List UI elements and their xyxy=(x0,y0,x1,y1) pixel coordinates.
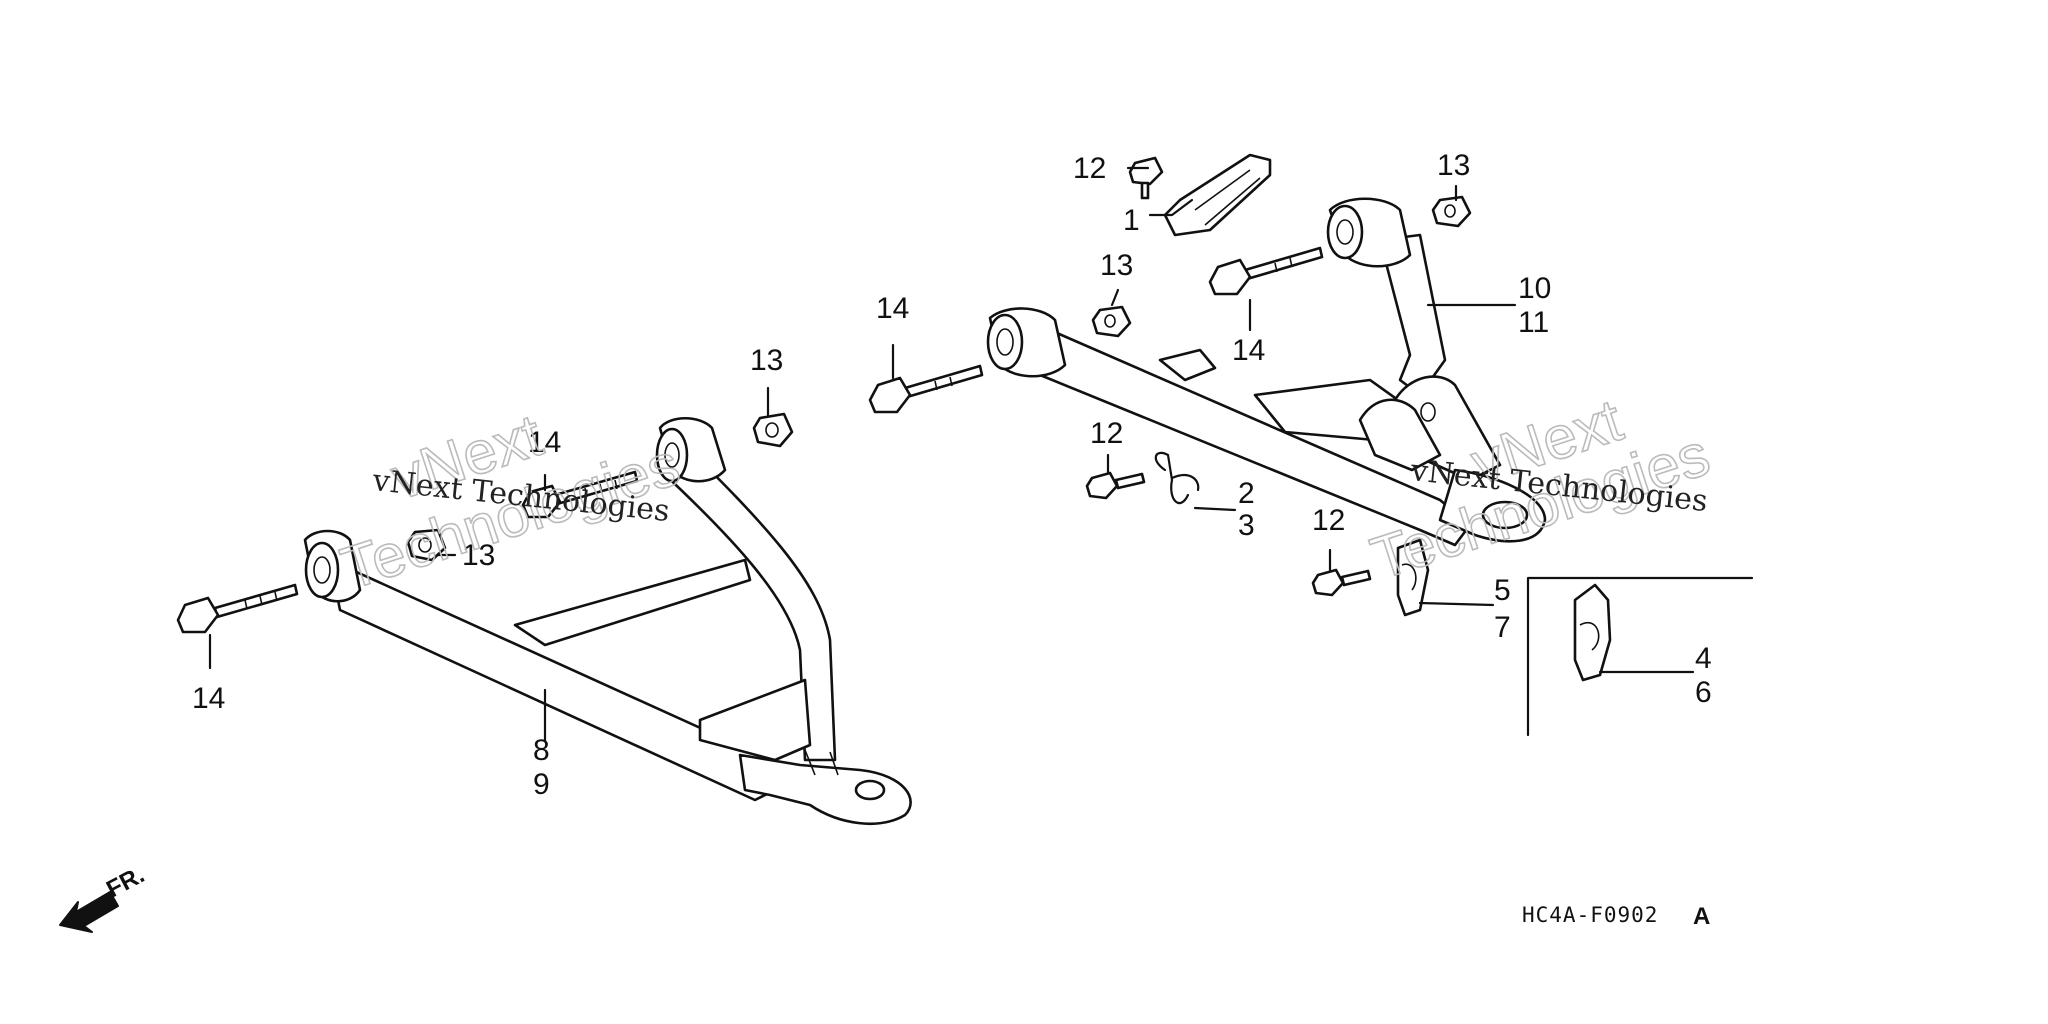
lower-arm-assembly xyxy=(303,417,912,825)
label-13-top-right: 13 xyxy=(1437,149,1470,182)
part-labels: 12 1 13 10 11 13 14 14 12 2 3 12 5 7 4 6… xyxy=(192,149,1712,801)
label-13-left-front: 13 xyxy=(462,539,495,572)
bolt-14-right-rear xyxy=(1208,246,1324,296)
label-2: 2 xyxy=(1238,477,1255,510)
label-5: 5 xyxy=(1494,574,1511,607)
label-4: 4 xyxy=(1695,642,1712,675)
label-14-left-front: 14 xyxy=(192,682,225,715)
label-6: 6 xyxy=(1695,676,1712,709)
diagram-code-text: HC4A-F0902 xyxy=(1522,903,1658,927)
nut-13-left-b xyxy=(752,412,794,448)
label-11: 11 xyxy=(1518,306,1549,339)
watermark-left: vNext Technologies vNext Technologies xyxy=(333,400,688,603)
label-10: 10 xyxy=(1518,272,1551,305)
diagram-code: HC4A-F0902 A xyxy=(1522,903,1710,930)
label-1: 1 xyxy=(1123,204,1140,237)
bolt-14-right-front xyxy=(868,364,984,414)
label-14-left-rear: 14 xyxy=(528,426,561,459)
label-12-lower: 12 xyxy=(1312,504,1345,537)
label-13-mid-right: 13 xyxy=(1100,249,1133,282)
label-7: 7 xyxy=(1494,611,1511,644)
label-12-mid: 12 xyxy=(1090,417,1123,450)
leader-lines xyxy=(208,166,1695,742)
label-14-right-rear: 14 xyxy=(1232,334,1265,367)
upper-arm-assembly xyxy=(986,197,1547,547)
bolt-12-mid xyxy=(1085,471,1146,500)
label-9: 9 xyxy=(533,768,550,801)
nut-13-right-mid xyxy=(1091,305,1132,338)
label-12-top: 12 xyxy=(1073,152,1106,185)
front-direction-arrow: FR. xyxy=(59,861,149,933)
bolt-14-left-rear xyxy=(521,470,639,519)
nut-13-left-a xyxy=(406,528,447,562)
label-14-right-front: 14 xyxy=(876,292,909,325)
clip-part-5-7 xyxy=(1396,538,1430,617)
label-3: 3 xyxy=(1238,509,1255,542)
label-13-left-rear: 13 xyxy=(750,344,783,377)
diagram-code-suffix: A xyxy=(1693,903,1710,930)
bolt-12-top xyxy=(1128,156,1164,200)
bolt-14-left-front xyxy=(176,583,299,634)
nut-13-right-top xyxy=(1431,195,1472,228)
bracket-part-1 xyxy=(1163,153,1272,237)
clip-part-2-3 xyxy=(1154,451,1200,505)
inset-detail-box xyxy=(1526,576,1754,737)
label-8: 8 xyxy=(533,734,550,767)
bolt-12-lower xyxy=(1311,568,1372,597)
